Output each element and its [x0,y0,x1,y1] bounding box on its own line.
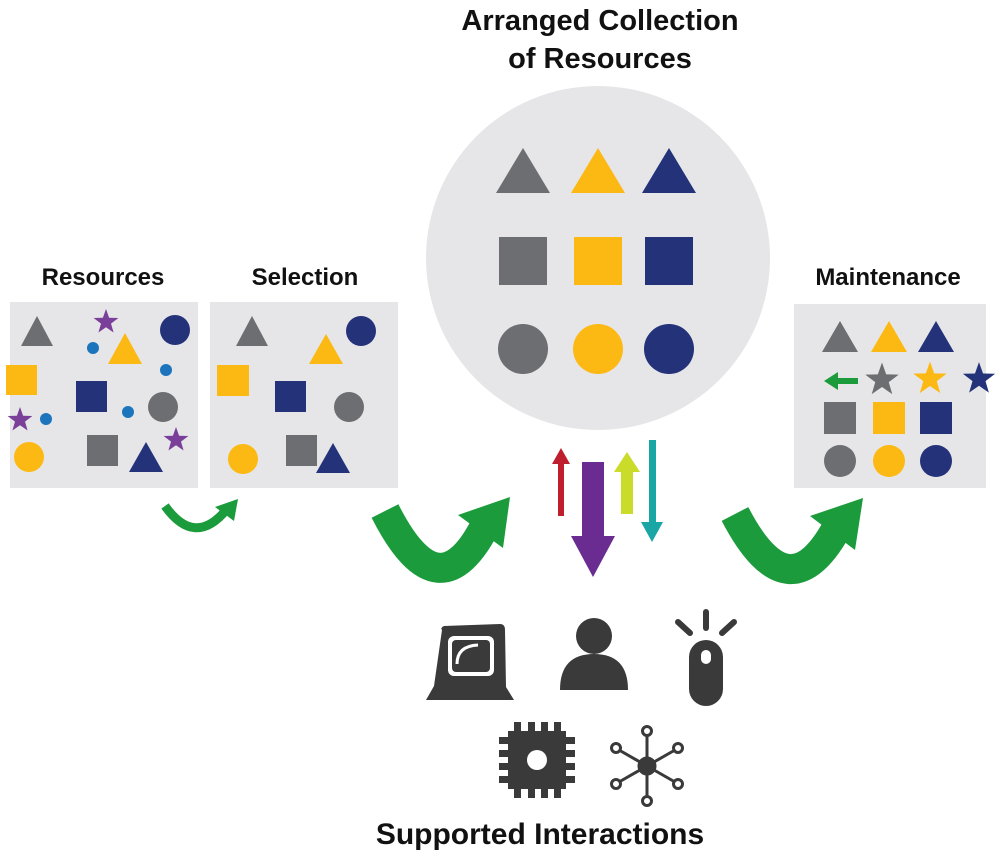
purple-down-arrow [571,462,615,577]
navy-triangle [316,443,350,473]
yellow-circle [14,442,44,472]
yellow-triangle [871,321,907,352]
red-up-arrow [552,448,570,516]
maintenance-panel [794,304,996,488]
arranged-label-line1: Arranged Collection [461,5,739,37]
gray-circle [334,392,364,422]
yellow-circle [873,445,905,477]
curved-arrow-right [721,498,863,584]
navy-square [76,381,107,412]
resources-panel [6,302,198,488]
blue-dot [122,406,134,418]
gray-square [824,402,856,434]
yellow-circle [228,444,258,474]
gray-circle [824,445,856,477]
microchip-icon [499,722,575,798]
gray-square [286,435,317,466]
yellow-triangle [108,333,142,364]
gray-triangle [496,148,550,193]
lime-up-arrow [614,452,640,514]
curved-arrow-small [161,499,238,533]
arranged-collection-label: Arranged Collection of Resources [380,2,820,78]
navy-triangle [918,321,954,352]
person-icon [560,618,628,690]
navy-circle [644,324,694,374]
yellow-triangle [309,334,343,364]
yellow-square [873,402,905,434]
navy-square [275,381,306,412]
gray-circle [498,324,548,374]
curved-arrow-large [371,497,510,583]
yellow-triangle [571,148,625,193]
blue-dot [40,413,52,425]
gray-circle [148,392,178,422]
maintenance-label: Maintenance [815,264,961,291]
blue-dot [87,342,99,354]
navy-triangle [129,442,163,472]
navy-circle [346,316,376,346]
arranged-label-line2: of Resources [508,43,692,75]
navy-square [645,237,693,285]
resources-label: Resources [41,264,165,291]
navy-square [920,402,952,434]
selection-label: Selection [251,264,359,291]
blue-dot [160,364,172,376]
yellow-square [217,365,249,396]
selection-panel [210,302,398,488]
gray-triangle [236,316,268,346]
navy-circle [920,445,952,477]
yellow-square [574,237,622,285]
computer-terminal-icon [426,624,514,700]
navy-triangle [642,148,696,193]
teal-down-arrow [641,440,663,542]
yellow-circle [573,324,623,374]
supported-interactions-label: Supported Interactions [375,818,705,851]
network-node-icon [610,725,684,807]
arranged-collection [426,86,770,430]
yellow-square [6,365,37,395]
green-left-arrow [824,372,858,390]
gray-square [499,237,547,285]
sensor-device-icon [675,609,737,706]
gray-triangle [21,316,53,346]
gray-square [87,435,118,466]
navy-circle [160,315,190,345]
gray-triangle [822,321,858,352]
